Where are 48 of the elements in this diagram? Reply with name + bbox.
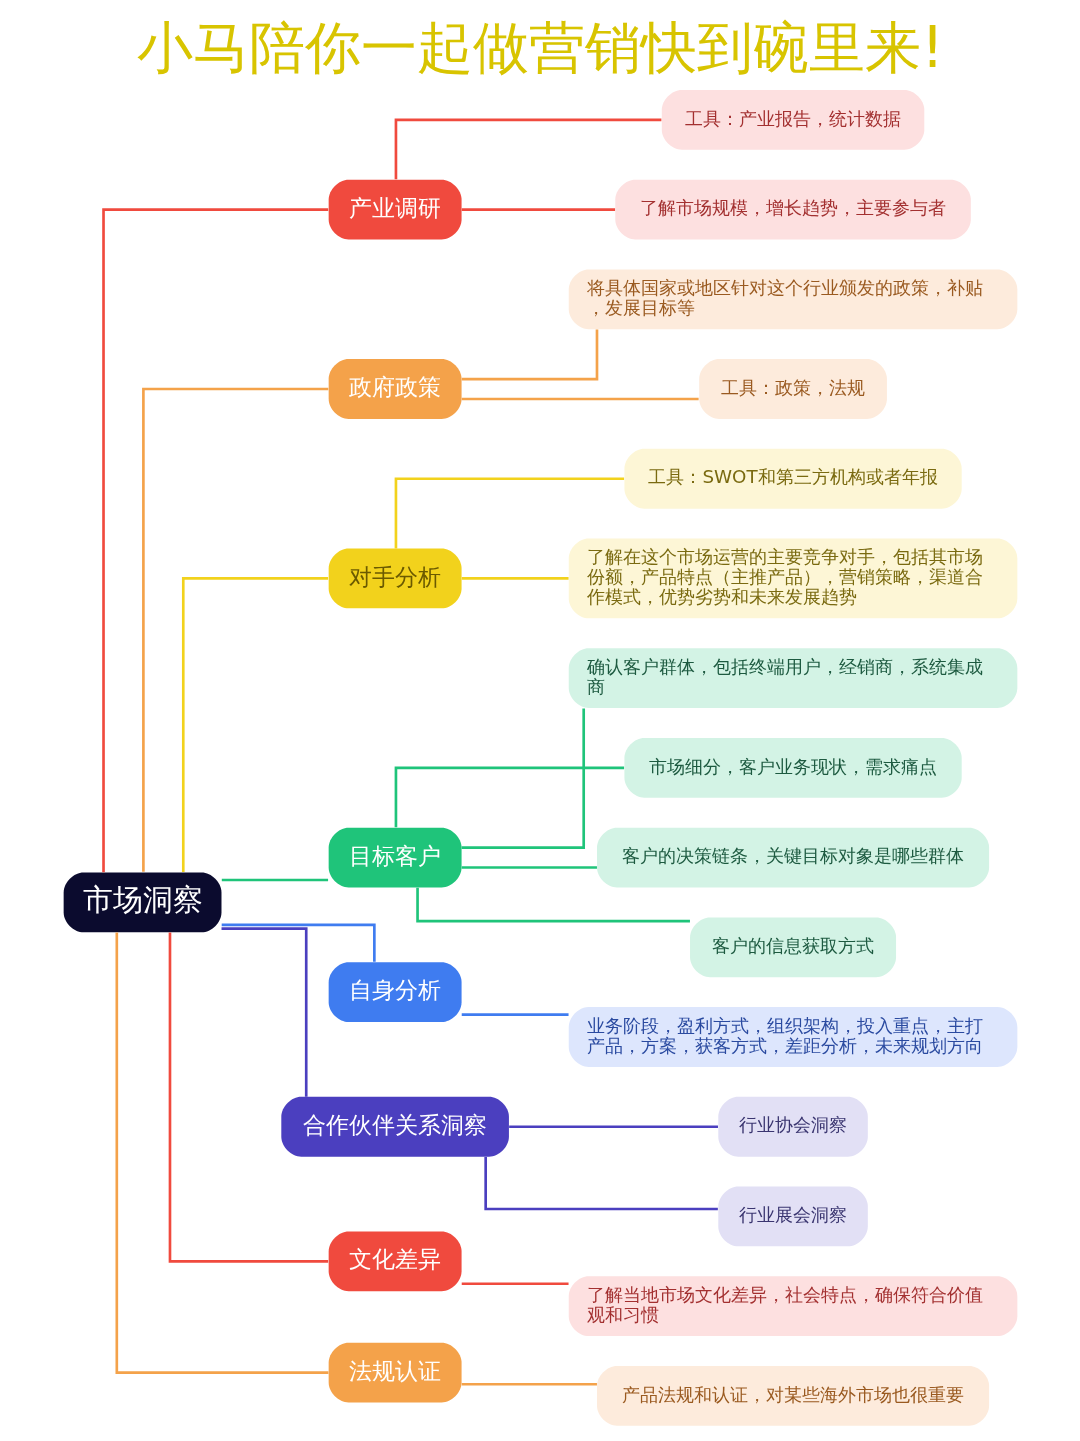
node-box: 工具：政策，法规 (698, 359, 887, 419)
connector (115, 932, 328, 1374)
node-box: 合作伙伴关系洞察 (280, 1096, 509, 1157)
node-box: 产品法规和认证，对某些海外市场也很重要 (596, 1366, 989, 1426)
node-box: 将具体国家或地区针对这个行业颁发的政策，补贴，发展目标等 (568, 269, 1017, 330)
connector (461, 577, 569, 580)
node-box: 工具：产业报告，统计数据 (661, 89, 924, 150)
connector (508, 1125, 718, 1129)
connector (221, 927, 308, 1097)
node-box: 政府政策 (328, 359, 462, 419)
connector (394, 766, 624, 828)
node-box: 确认客户群体，包括终端用户，经销商，系统集成商 (568, 648, 1017, 709)
node-box: 法规认证 (328, 1342, 462, 1403)
connector (221, 923, 376, 962)
connector (101, 208, 328, 873)
connector (181, 577, 328, 872)
connector (461, 1282, 569, 1286)
connector (461, 866, 597, 869)
node-box: 市场细分，客户业务现状，需求痛点 (623, 737, 962, 798)
node-box: 文化差异 (328, 1231, 462, 1292)
node-box: 对手分析 (328, 548, 462, 609)
node-box: 产业调研 (328, 179, 462, 240)
node-box: 客户的信息获取方式 (689, 917, 896, 978)
connector (483, 1156, 718, 1211)
node-box: 行业展会洞察 (717, 1186, 868, 1247)
connector (461, 397, 699, 401)
node-box: 业务阶段，盈利方式，组织架构，投入重点，主打产品，方案，获客方式，差距分析，未来规划方向 (568, 1007, 1017, 1067)
connector (394, 477, 624, 549)
connector (461, 208, 615, 211)
node-box: 自身分析 (328, 962, 462, 1023)
connector (415, 887, 690, 923)
connector (461, 329, 598, 381)
connector (461, 708, 585, 849)
node-box: 了解在这个市场运营的主要竞争对手，包括其市场份额，产品特点（主推产品），营销策略，渠道合作模式，优势劣势和未来发展趋势 (568, 538, 1017, 619)
connector (461, 1382, 597, 1386)
connector (141, 387, 328, 872)
node-box: 了解当地市场文化差异，社会特点，确保符合价值观和习惯 (568, 1276, 1017, 1337)
connector (394, 118, 661, 180)
diagram-title: 小马陪你一起做营销快到碗里来! (136, 15, 944, 81)
node-box: 目标客户 (328, 827, 462, 888)
connector (168, 932, 328, 1263)
connector (461, 1013, 569, 1016)
connector (221, 878, 328, 882)
node-box: 客户的决策链条，关键目标对象是哪些群体 (596, 827, 989, 888)
node-box: 市场洞察 (63, 872, 221, 933)
node-box: 行业协会洞察 (717, 1096, 868, 1157)
node-box: 了解市场规模，增长趋势，主要参与者 (614, 179, 971, 240)
node-box: 工具：SWOT和第三方机构或者年报 (623, 448, 962, 509)
